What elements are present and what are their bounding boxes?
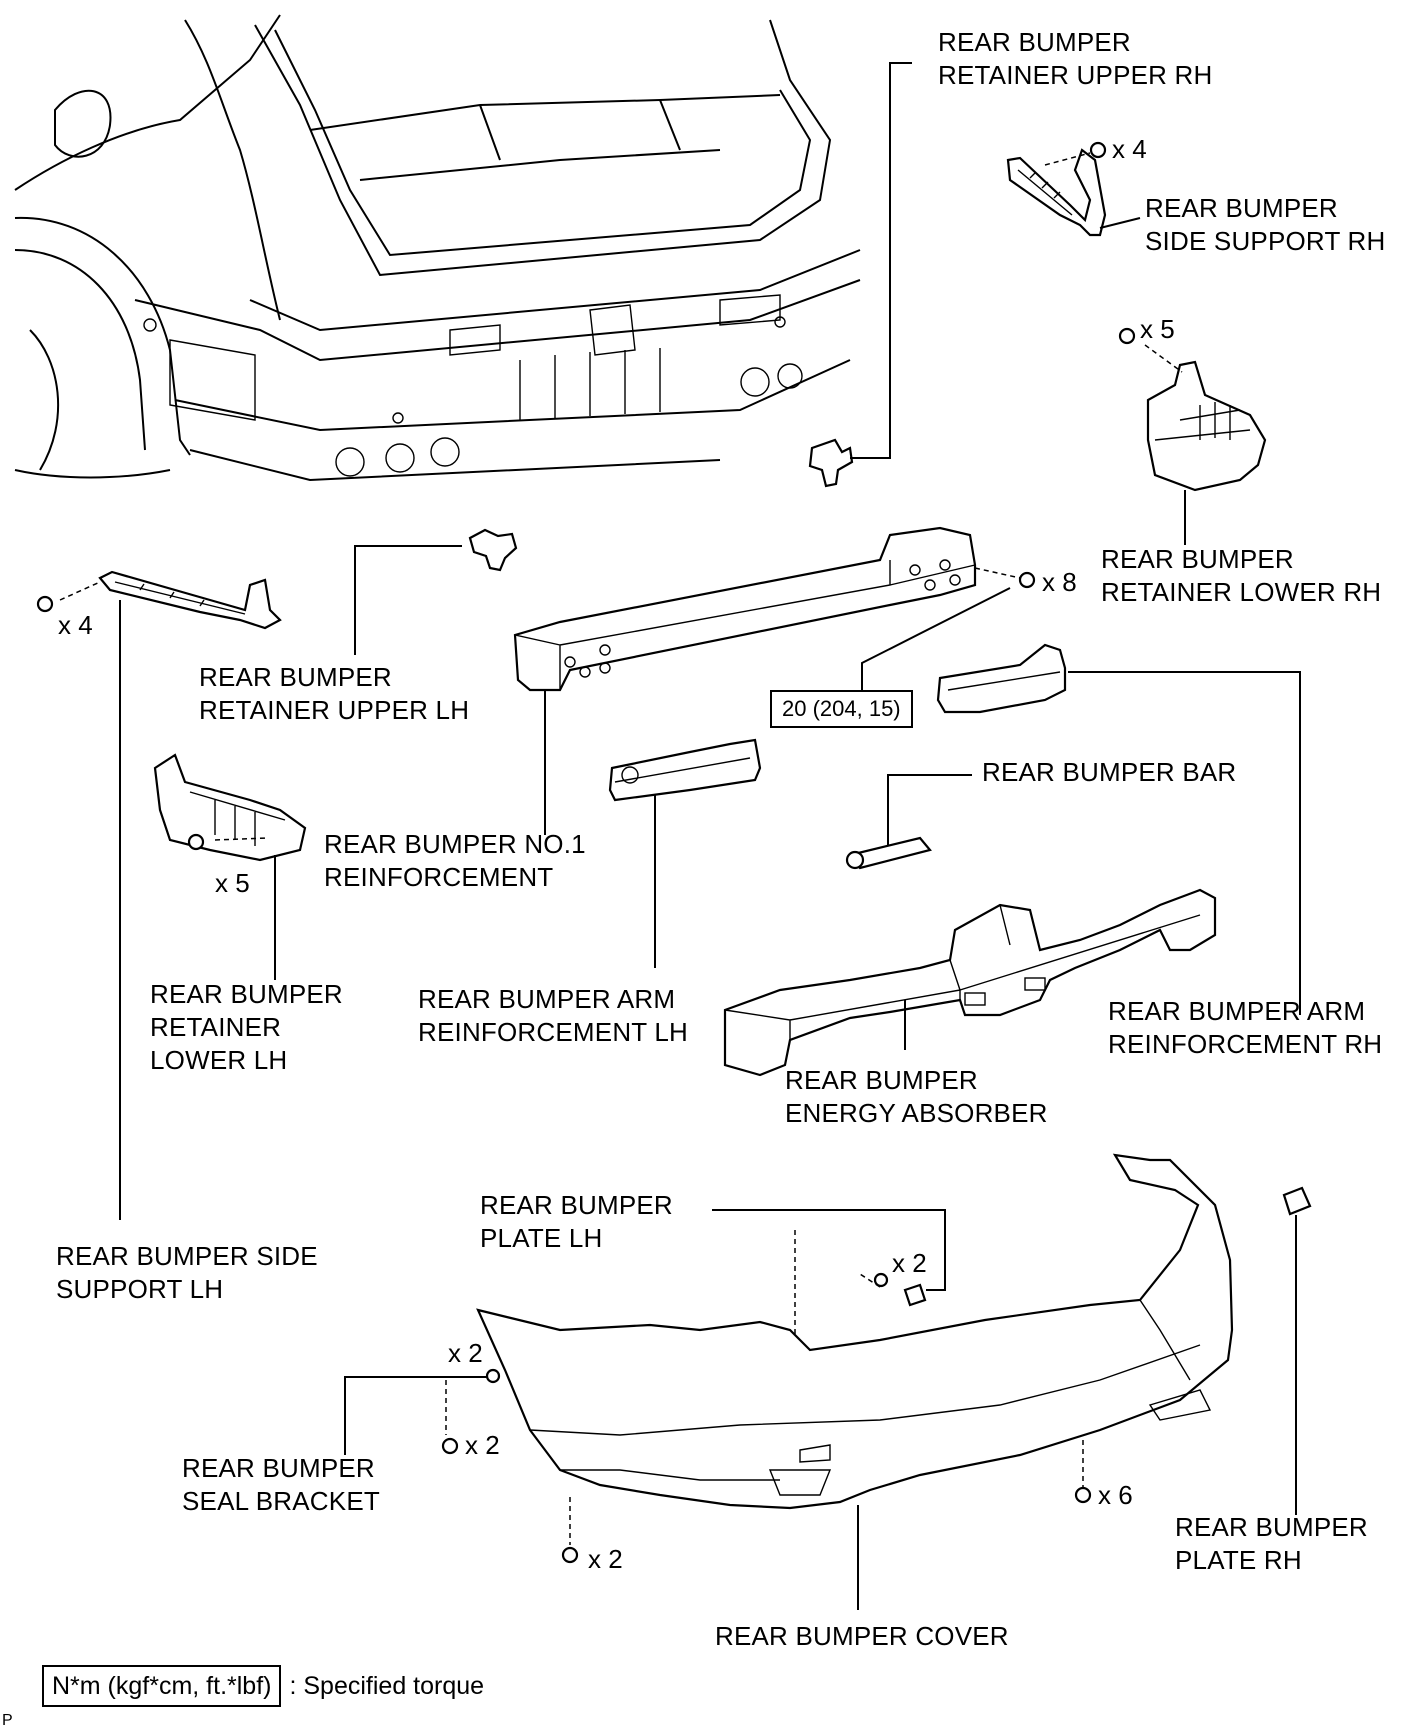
retainer-upper-rh-part [808,62,912,488]
label-line: RETAINER UPPER RH [938,60,1213,90]
label-line: REAR BUMPER BAR [982,757,1237,787]
label-line: REAR BUMPER COVER [715,1621,1009,1651]
qty-retainer-lower-rh: x 5 [1140,314,1175,344]
label-energy-absorber: REAR BUMPER ENERGY ABSORBER [785,1064,1048,1130]
label-side-support-lh: REAR BUMPER SIDE SUPPORT LH [56,1240,318,1306]
qty-seal-bracket-clips: x 2 [448,1338,483,1368]
label-line: REAR BUMPER [182,1453,375,1483]
label-line: REAR BUMPER [1175,1512,1368,1542]
label-side-support-rh: REAR BUMPER SIDE SUPPORT RH [1145,192,1385,258]
label-plate-rh: REAR BUMPER PLATE RH [1175,1511,1368,1577]
label-line: RETAINER UPPER LH [199,695,470,725]
label-line: REAR BUMPER [480,1190,673,1220]
retainer-upper-lh-part [354,528,518,655]
label-bumper-bar: REAR BUMPER BAR [982,756,1236,789]
qty-cover-bottom-rh: x 6 [1098,1480,1133,1510]
qty-seal-bracket-screws: x 2 [465,1430,500,1460]
retainer-lower-rh-part [1118,327,1267,545]
label-line: RETAINER LOWER RH [1101,577,1382,607]
arm-reinforcement-rh-part [936,643,1301,1015]
side-support-lh-part [36,570,282,1220]
label-line: SUPPORT LH [56,1274,224,1304]
label-line: REAR BUMPER [150,979,343,1009]
bumper-cover-part [344,1153,1312,1610]
label-line: REAR BUMPER [199,662,392,692]
label-line: REAR BUMPER SIDE [56,1241,318,1271]
label-bumper-cover: REAR BUMPER COVER [715,1620,1009,1653]
label-line: PLATE LH [480,1223,603,1253]
figure-code: P [2,1712,13,1729]
torque-legend: N*m (kgf*cm, ft.*lbf): Specified torque [42,1665,484,1707]
reinforcement-no1-part [513,526,1036,835]
label-retainer-upper-rh: REAR BUMPER RETAINER UPPER RH [938,26,1213,92]
label-line: PLATE RH [1175,1545,1302,1575]
qty-retainer-lower-lh: x 5 [215,868,250,898]
qty-reinforcement-nuts: x 8 [1042,567,1077,597]
label-arm-reinforcement-rh: REAR BUMPER ARM REINFORCEMENT RH [1108,995,1382,1061]
label-reinforcement-no1: REAR BUMPER NO.1 REINFORCEMENT [324,828,586,894]
label-line: REINFORCEMENT LH [418,1017,688,1047]
label-retainer-lower-rh: REAR BUMPER RETAINER LOWER RH [1101,543,1381,609]
label-line: REAR BUMPER [938,27,1131,57]
bumper-bar-part [845,774,972,870]
label-arm-reinforcement-lh: REAR BUMPER ARM REINFORCEMENT LH [418,983,688,1049]
label-line: REAR BUMPER [785,1065,978,1095]
qty-plate-lh: x 2 [892,1248,927,1278]
label-line: REAR BUMPER [1145,193,1338,223]
retainer-lower-lh-part [153,753,307,980]
label-line: SIDE SUPPORT RH [1145,226,1386,256]
label-seal-bracket: REAR BUMPER SEAL BRACKET [182,1452,380,1518]
label-plate-lh: REAR BUMPER PLATE LH [480,1189,673,1255]
legend-text: : Specified torque [289,1672,485,1700]
label-line: REAR BUMPER ARM [1108,996,1366,1026]
arm-reinforcement-lh-part [608,738,762,968]
qty-cover-bottom-lh: x 2 [588,1544,623,1574]
qty-side-support-lh: x 4 [58,610,93,640]
label-line: REAR BUMPER ARM [418,984,676,1014]
label-line: REAR BUMPER [1101,544,1294,574]
torque-spec-box: 20 (204, 15) [770,690,913,728]
label-line: LOWER LH [150,1045,288,1075]
label-line: REAR BUMPER NO.1 [324,829,586,859]
energy-absorber-part [723,888,1217,1077]
label-line: RETAINER [150,1012,282,1042]
legend-units-box: N*m (kgf*cm, ft.*lbf) [42,1665,282,1707]
label-line: REINFORCEMENT [324,862,554,892]
label-line: SEAL BRACKET [182,1486,380,1516]
vehicle-rear-body [14,14,861,482]
label-retainer-upper-lh: REAR BUMPER RETAINER UPPER LH [199,661,469,727]
label-line: ENERGY ABSORBER [785,1098,1048,1128]
side-support-rh-part [1006,141,1141,237]
label-retainer-lower-lh: REAR BUMPER RETAINER LOWER LH [150,978,343,1077]
qty-side-support-rh: x 4 [1112,134,1147,164]
label-line: REINFORCEMENT RH [1108,1029,1383,1059]
